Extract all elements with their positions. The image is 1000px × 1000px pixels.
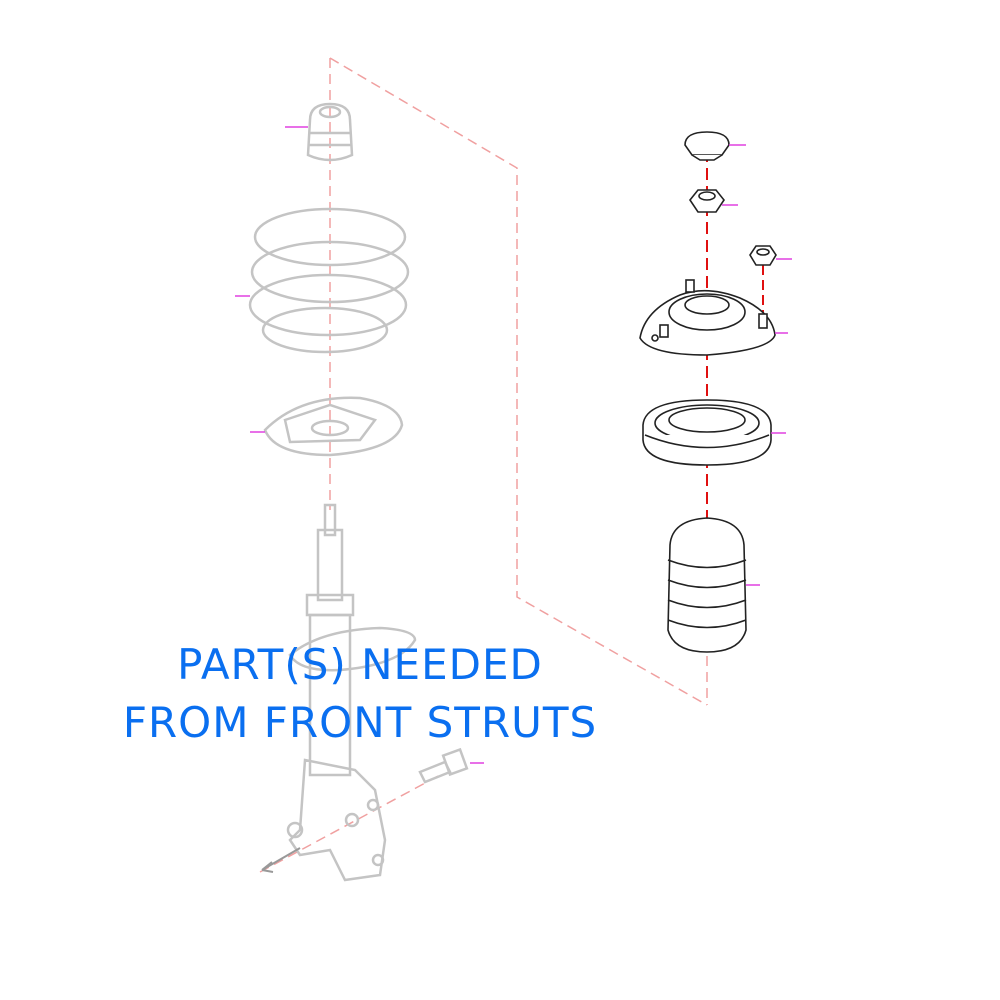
bolt-axis-dashed (259, 774, 441, 873)
stud-nut (749, 245, 777, 266)
center-nut (689, 189, 725, 213)
coil-spring-faded (248, 207, 410, 354)
upper-strut-mount (639, 279, 776, 356)
dust-boot (667, 517, 747, 653)
faded-strut-parts (248, 102, 469, 882)
caption-line-1: PART(S) NEEDED (177, 640, 543, 689)
bump-stop-faded (306, 102, 354, 162)
strut-body-faded (286, 503, 417, 882)
caption-line-2: FROM FRONT STRUTS (122, 698, 598, 747)
strut-bolt-faded (418, 747, 469, 784)
assembly-boundary-dashed (329, 57, 708, 706)
dust-cap (684, 131, 730, 161)
leader-lines (235, 126, 792, 764)
bearing (642, 399, 772, 466)
spring-seat-faded (263, 396, 404, 457)
strut-mount-parts (639, 131, 777, 653)
arrow-faded (261, 847, 301, 873)
